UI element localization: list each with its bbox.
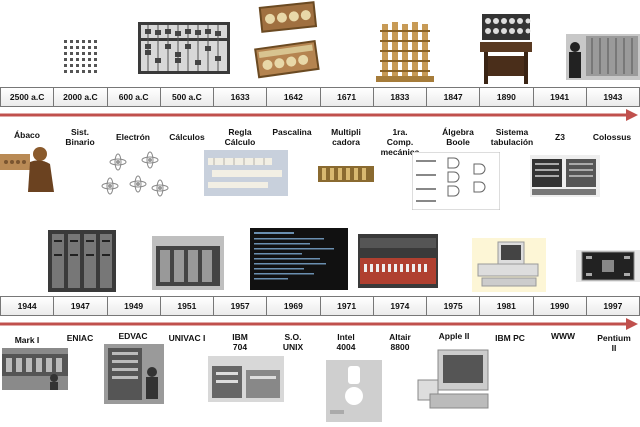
- mark-i-icon: [2, 348, 68, 390]
- year-cell: 1833: [372, 87, 426, 107]
- timeline-years-2: 1944 1947 1949 1951 1957 1969 1971 1974 …: [0, 296, 640, 316]
- label-colossus: Colossus: [592, 132, 632, 142]
- slide-rule-icon: [204, 150, 288, 196]
- unix-terminal-icon: [250, 228, 348, 290]
- year-cell: 1890: [479, 87, 533, 107]
- label-abaco: Ábaco: [14, 130, 40, 140]
- label-sistema-tabulacion: Sistema tabulación: [490, 127, 534, 147]
- year-cell: 1949: [106, 296, 160, 316]
- difference-engine-icon: [370, 16, 440, 86]
- apple-ii-icon: [414, 346, 494, 416]
- timeline-arrow-2: [0, 318, 638, 330]
- label-regla-calculo: Regla Cálculo: [224, 127, 256, 147]
- year-cell: 1941: [532, 87, 586, 107]
- label-comp-mecanica: 1ra. Comp. mecánica: [380, 127, 420, 157]
- label-calculos: Cálculos: [169, 132, 205, 142]
- label-multiplicadora: Multipli cadora: [331, 127, 361, 147]
- year-cell: 1944: [0, 296, 54, 316]
- altair-icon: [358, 234, 438, 288]
- year-cell: 1971: [319, 296, 373, 316]
- colossus-icon: [566, 34, 640, 80]
- top-images: [0, 0, 640, 86]
- year-cell: 1943: [585, 87, 640, 107]
- row2-top-images: [0, 228, 640, 294]
- timeline-years-1: 2500 a.C 2000 a.C 600 a.C 500 a.C 1633 1…: [0, 87, 640, 107]
- year-cell: 1951: [159, 296, 213, 316]
- label-eniac: ENIAC: [66, 333, 94, 343]
- label-algebra-boole: Álgebra Boole: [442, 127, 474, 147]
- year-cell: 1947: [53, 296, 107, 316]
- label-z3: Z3: [555, 132, 565, 142]
- ibm-pc-icon: [472, 238, 546, 292]
- ibm704-icon: [208, 356, 284, 402]
- year-cell: 1957: [213, 296, 267, 316]
- label-intel-4004: Intel 4004: [336, 332, 356, 352]
- year-cell: 1975: [426, 296, 480, 316]
- abacus-icon: [0, 144, 60, 194]
- label-ibm-704: IBM 704: [232, 332, 248, 352]
- tabulator-icon: [478, 12, 534, 86]
- year-cell: 1997: [585, 296, 640, 316]
- multiplier-icon: [314, 158, 378, 190]
- label-apple-ii: Apple II: [438, 331, 470, 341]
- floppy-disk-icon: [326, 360, 382, 422]
- year-cell: 1847: [426, 87, 480, 107]
- year-cell: 1642: [266, 87, 320, 107]
- z3-icon: [530, 155, 600, 197]
- year-cell: 1633: [213, 87, 267, 107]
- pentium-icon: [576, 250, 640, 282]
- label-www: WWW: [550, 331, 576, 341]
- year-cell: 1974: [372, 296, 426, 316]
- atom-icon: [98, 148, 172, 200]
- logic-gates-icon: [412, 152, 500, 210]
- timeline-arrow-1: [0, 109, 638, 121]
- year-cell: 1981: [479, 296, 533, 316]
- label-univac: UNIVAC I: [168, 333, 206, 343]
- label-unix: S.O. UNIX: [282, 332, 304, 352]
- year-cell: 600 a.C: [106, 87, 160, 107]
- abacus-icon: [138, 22, 230, 74]
- year-cell: 1969: [266, 296, 320, 316]
- edvac-icon: [104, 344, 164, 404]
- label-altair: Altair 8800: [389, 332, 411, 352]
- grid-icon: [62, 38, 98, 74]
- label-electron: Electrón: [115, 132, 150, 142]
- label-edvac: EDVAC: [118, 331, 148, 341]
- label-ibm-pc: IBM PC: [495, 333, 525, 343]
- year-cell: 2500 a.C: [0, 87, 54, 107]
- label-sist-binario: Sist. Binario: [65, 127, 95, 147]
- year-cell: 1990: [532, 296, 586, 316]
- label-pentium-ii: Pentium II: [597, 333, 631, 353]
- label-mark-i: Mark I: [14, 335, 40, 345]
- year-cell: 2000 a.C: [53, 87, 107, 107]
- year-cell: 1671: [319, 87, 373, 107]
- year-cell: 500 a.C: [159, 87, 213, 107]
- label-pascalina: Pascalina: [272, 127, 312, 137]
- univac-icon: [152, 236, 224, 290]
- pascaline-icon: [252, 0, 324, 86]
- mark-i-icon: [48, 230, 116, 292]
